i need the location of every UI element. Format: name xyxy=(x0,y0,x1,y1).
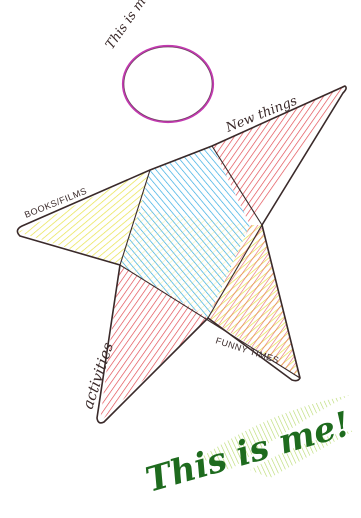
head-circle-outline xyxy=(124,47,212,121)
head-circle xyxy=(123,46,213,122)
label-head: This is me! xyxy=(103,0,157,52)
footer-title: This is me! xyxy=(141,404,354,500)
